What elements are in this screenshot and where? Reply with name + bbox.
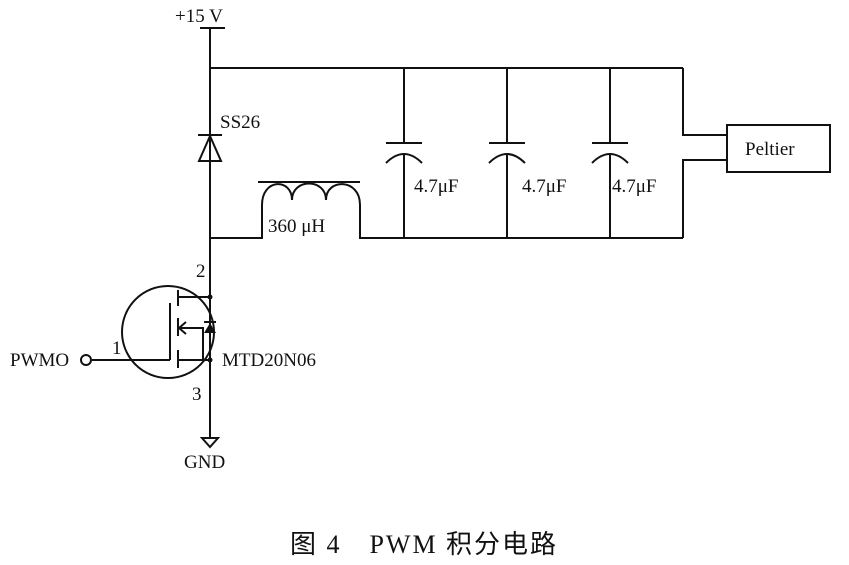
figure-caption: 图 4 PWM 积分电路 xyxy=(290,530,558,559)
input-terminal xyxy=(80,354,92,366)
capacitor-3: 4.7μF xyxy=(591,68,657,238)
capacitor-3-label: 4.7μF xyxy=(612,176,657,197)
capacitor-2-label: 4.7μF xyxy=(522,176,567,197)
capacitor-2: 4.7μF xyxy=(488,68,567,238)
peltier-load: Peltier xyxy=(682,68,831,238)
pin-2-label: 2 xyxy=(196,261,206,282)
supply-label: +15 V xyxy=(175,6,223,27)
mosfet-label: MTD20N06 xyxy=(222,350,316,371)
peltier-label: Peltier xyxy=(745,139,795,160)
ground-symbol: GND xyxy=(184,437,225,473)
ground-label: GND xyxy=(184,452,225,473)
mosfet-mtd20n06: 2 1 3 MTD20N06 PWMO xyxy=(10,261,316,405)
inductor-360uh: 360 μH xyxy=(210,181,683,239)
diode-label: SS26 xyxy=(220,112,260,133)
pin-1-label: 1 xyxy=(112,338,122,359)
capacitor-1: 4.7μF xyxy=(385,68,459,238)
inductor-label: 360 μH xyxy=(268,216,325,237)
supply-terminal: +15 V xyxy=(175,6,225,29)
diode-ss26: SS26 xyxy=(197,112,260,162)
capacitor-1-label: 4.7μF xyxy=(414,176,459,197)
input-label: PWMO xyxy=(10,350,69,371)
pin-3-label: 3 xyxy=(192,384,202,405)
